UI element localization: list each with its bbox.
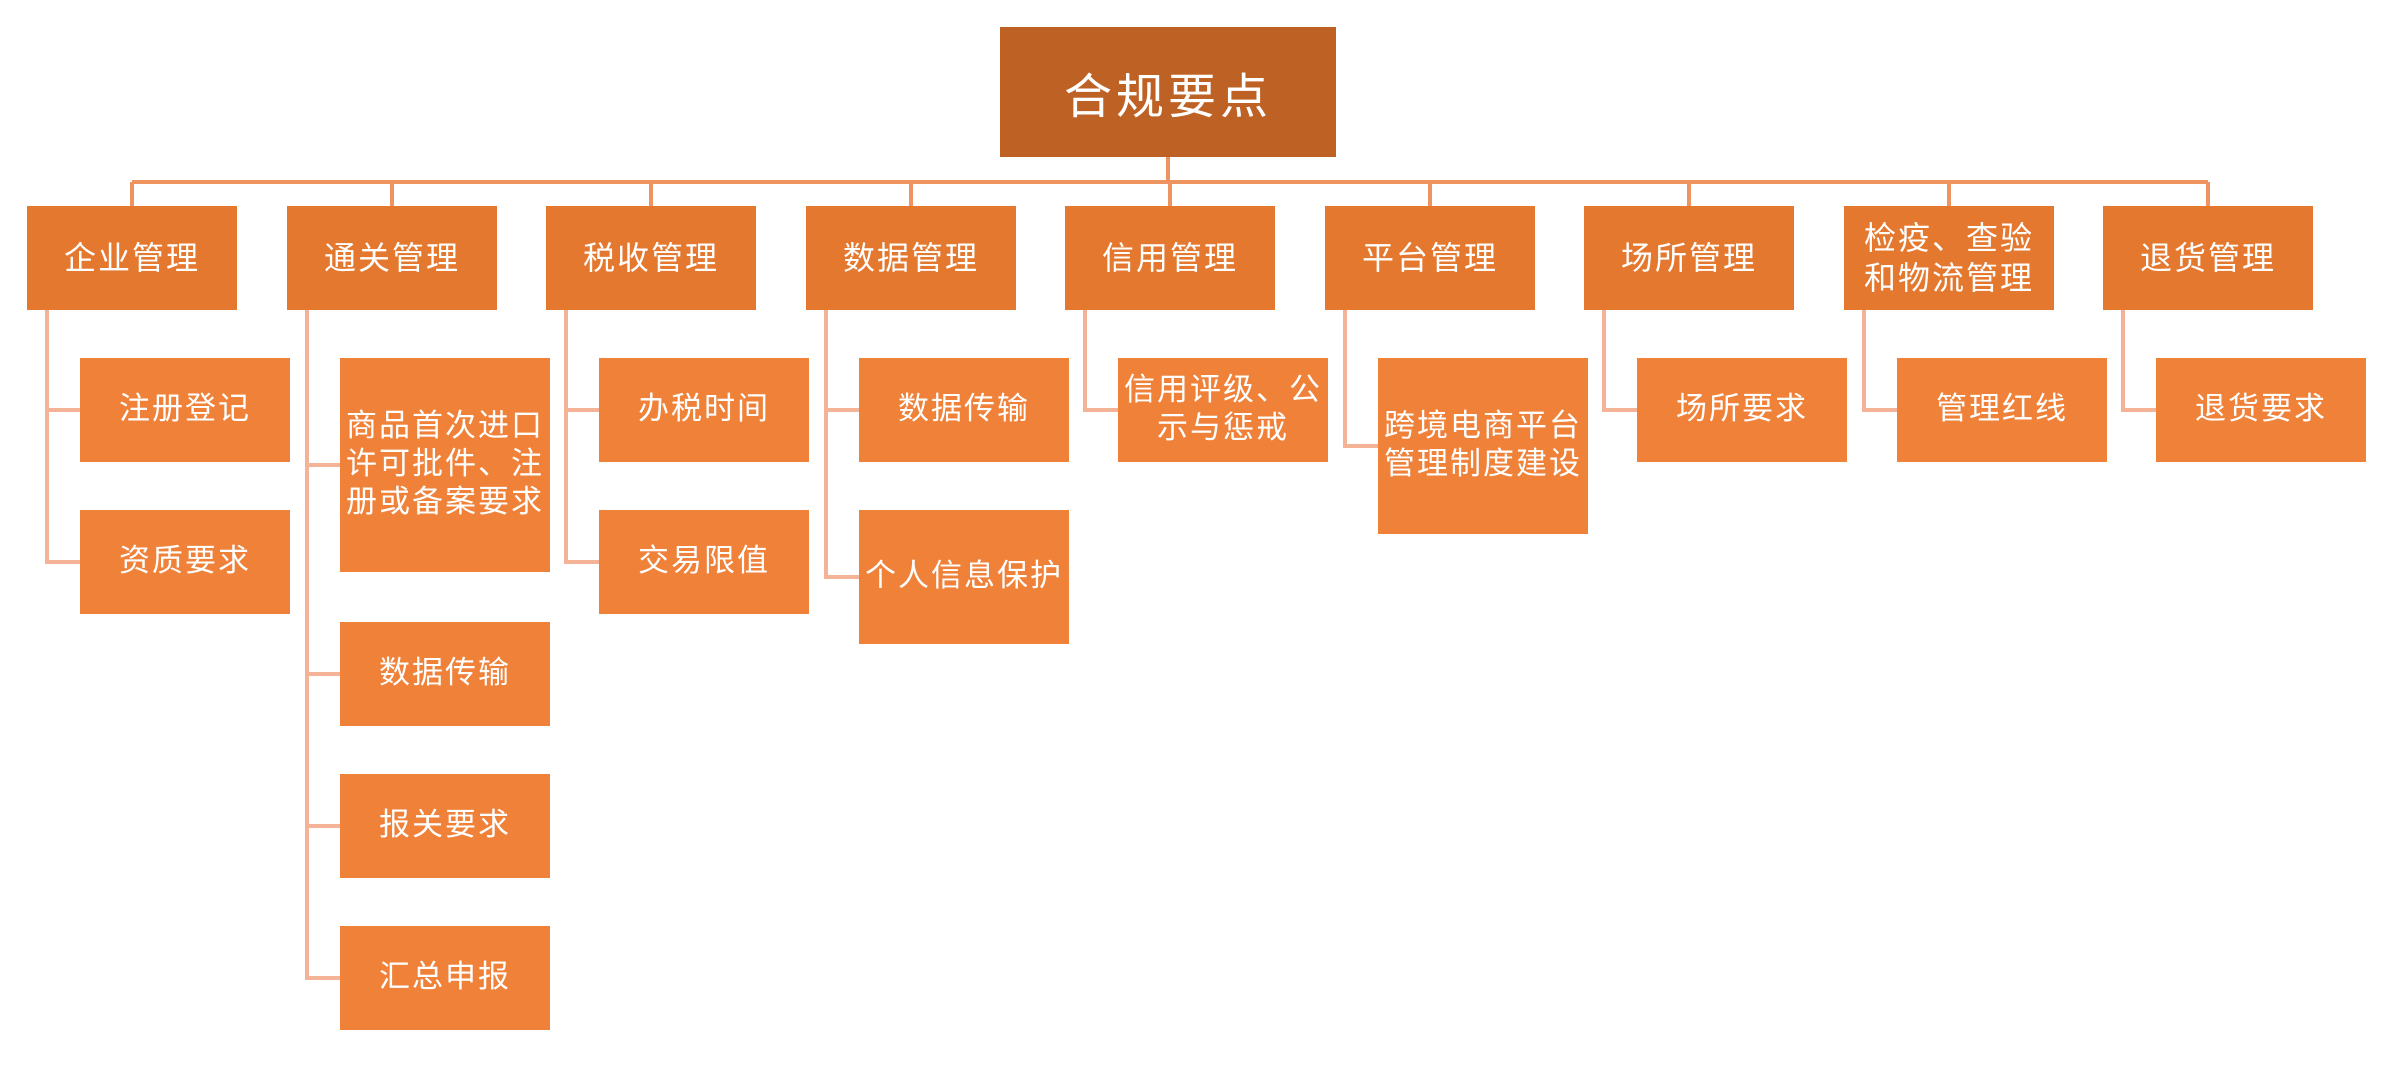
leaf-label: 资质要求 xyxy=(119,543,251,580)
category-enterprise-management: 企业管理 xyxy=(27,206,237,310)
category-customs-clearance-management: 通关管理 xyxy=(287,206,497,310)
category-tax-management: 税收管理 xyxy=(546,206,756,310)
leaf-label: 商品首次进口许可批件、注册或备案要求 xyxy=(346,408,544,520)
leaf-label: 跨境电商平台管理制度建设 xyxy=(1384,408,1582,482)
leaf-declaration-requirements: 报关要求 xyxy=(340,774,550,878)
leaf-credit-rating-disclosure-punishment: 信用评级、公示与惩戒 xyxy=(1118,358,1328,462)
leaf-management-red-lines: 管理红线 xyxy=(1897,358,2107,462)
category-label: 检疫、查验和物流管理 xyxy=(1863,219,2034,297)
leaf-personal-information-protection: 个人信息保护 xyxy=(859,510,1069,644)
leaf-customs-data-transmission: 数据传输 xyxy=(340,622,550,726)
category-label: 税收管理 xyxy=(582,239,719,277)
leaf-label: 汇总申报 xyxy=(379,959,511,996)
leaf-label: 管理红线 xyxy=(1936,391,2068,428)
leaf-label: 信用评级、公示与惩戒 xyxy=(1124,372,1322,446)
leaf-label: 办税时间 xyxy=(638,391,770,428)
leaf-tax-filing-time: 办税时间 xyxy=(599,358,809,462)
leaf-qualification-requirements: 资质要求 xyxy=(80,510,290,614)
leaf-label: 注册登记 xyxy=(119,391,251,428)
category-platform-management: 平台管理 xyxy=(1325,206,1535,310)
root-node-label: 合规要点 xyxy=(1063,69,1272,125)
leaf-return-requirements: 退货要求 xyxy=(2156,358,2366,462)
category-label: 信用管理 xyxy=(1101,239,1238,277)
category-label: 退货管理 xyxy=(2139,239,2276,277)
leaf-label: 个人信息保护 xyxy=(865,558,1063,595)
leaf-consolidated-declaration: 汇总申报 xyxy=(340,926,550,1030)
leaf-label: 报关要求 xyxy=(379,807,511,844)
category-label: 通关管理 xyxy=(323,239,460,277)
root-node: 合规要点 xyxy=(1000,27,1336,157)
leaf-platform-management-system: 跨境电商平台管理制度建设 xyxy=(1378,358,1588,534)
leaf-registration: 注册登记 xyxy=(80,358,290,462)
category-label: 企业管理 xyxy=(63,239,200,277)
category-site-management: 场所管理 xyxy=(1584,206,1794,310)
category-label: 平台管理 xyxy=(1361,239,1498,277)
leaf-label: 交易限值 xyxy=(638,543,770,580)
category-quarantine-inspection-logistics-management: 检疫、查验和物流管理 xyxy=(1844,206,2054,310)
category-data-management: 数据管理 xyxy=(806,206,1016,310)
leaf-site-requirements: 场所要求 xyxy=(1637,358,1847,462)
leaf-label: 场所要求 xyxy=(1676,391,1808,428)
leaf-transaction-limit: 交易限值 xyxy=(599,510,809,614)
category-credit-management: 信用管理 xyxy=(1065,206,1275,310)
leaf-first-import-permit-requirements: 商品首次进口许可批件、注册或备案要求 xyxy=(340,358,550,572)
leaf-label: 数据传输 xyxy=(898,391,1030,428)
leaf-label: 数据传输 xyxy=(379,655,511,692)
category-label: 场所管理 xyxy=(1620,239,1757,277)
category-returns-management: 退货管理 xyxy=(2103,206,2313,310)
leaf-label: 退货要求 xyxy=(2195,391,2327,428)
category-label: 数据管理 xyxy=(842,239,979,277)
leaf-data-transmission: 数据传输 xyxy=(859,358,1069,462)
